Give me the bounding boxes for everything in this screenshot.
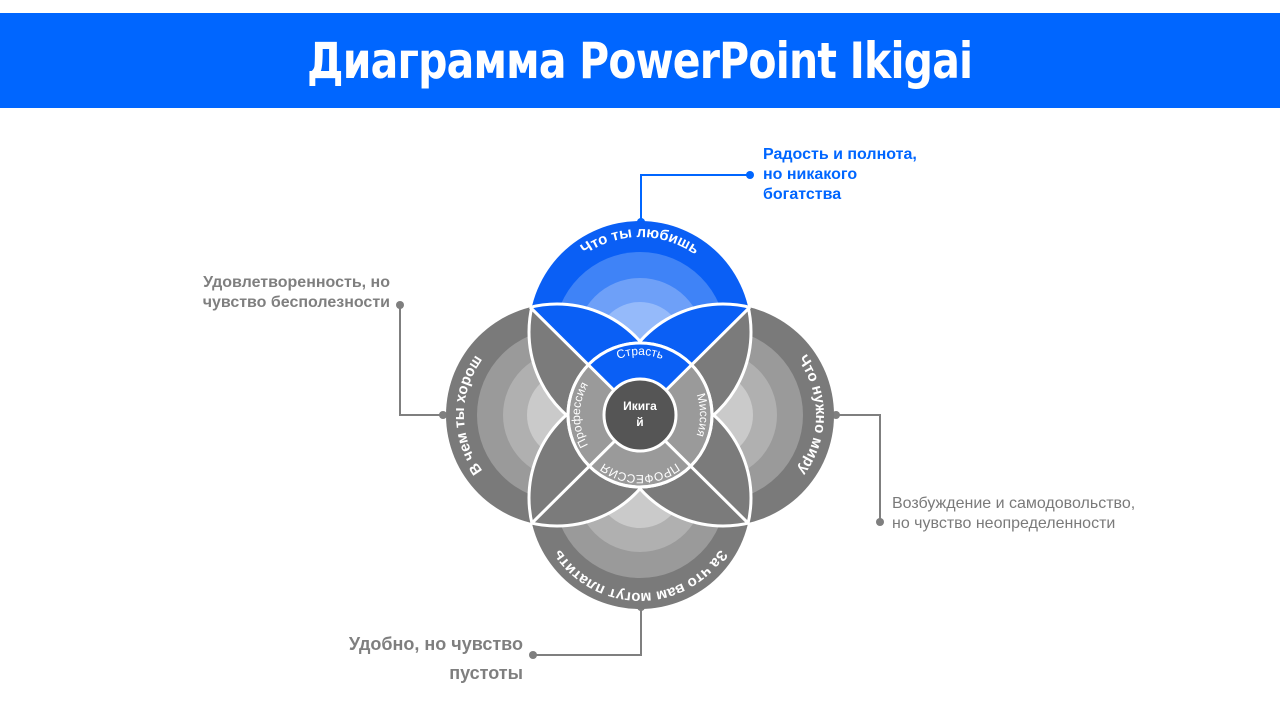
ring-label-mission: Миссия [694, 392, 711, 439]
title-banner: Диаграмма PowerPoint Ikigai [0, 13, 1280, 108]
center-label-ikigai: Икигай [623, 399, 657, 429]
page-title: Диаграмма PowerPoint Ikigai [307, 31, 973, 90]
callout-right: Возбуждение и самодовольство, но чувство… [892, 495, 1136, 532]
callout-bottom: Удобно, но чувство пустоты [348, 634, 523, 683]
callout-top: Радость и полнота, но никакого богатства [763, 146, 917, 203]
callout-left: Удовлетворенность, но чувство бесполезно… [202, 274, 390, 311]
callout-connectors [399, 174, 881, 656]
center-ring [528, 305, 752, 527]
ring-label-profession: Профессия [569, 380, 591, 451]
ring-label-passion: Страсть [615, 344, 666, 362]
ikigai-core [602, 377, 678, 453]
